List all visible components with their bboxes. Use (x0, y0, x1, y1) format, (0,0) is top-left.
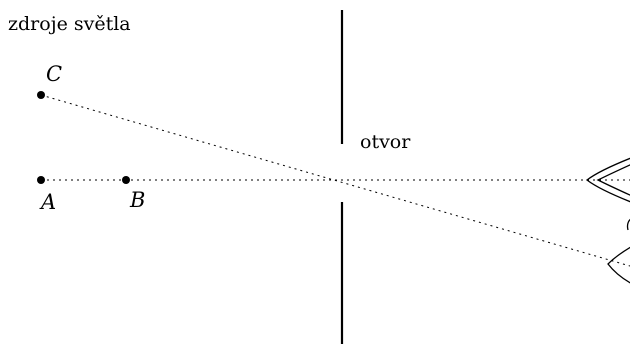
point-b (122, 176, 130, 184)
ray-from-c (40, 94, 630, 267)
point-a (37, 176, 45, 184)
point-c-label: C (46, 62, 62, 86)
point-a-label: A (39, 190, 56, 214)
eye-upper-icon (585, 157, 630, 203)
point-c (37, 91, 45, 99)
aperture-label: otvor (360, 131, 411, 153)
eye-lower-icon (607, 246, 630, 284)
partial-letter-edge (626, 218, 630, 231)
point-b-label: B (129, 188, 145, 212)
diagram-title: zdroje světla (8, 13, 131, 35)
